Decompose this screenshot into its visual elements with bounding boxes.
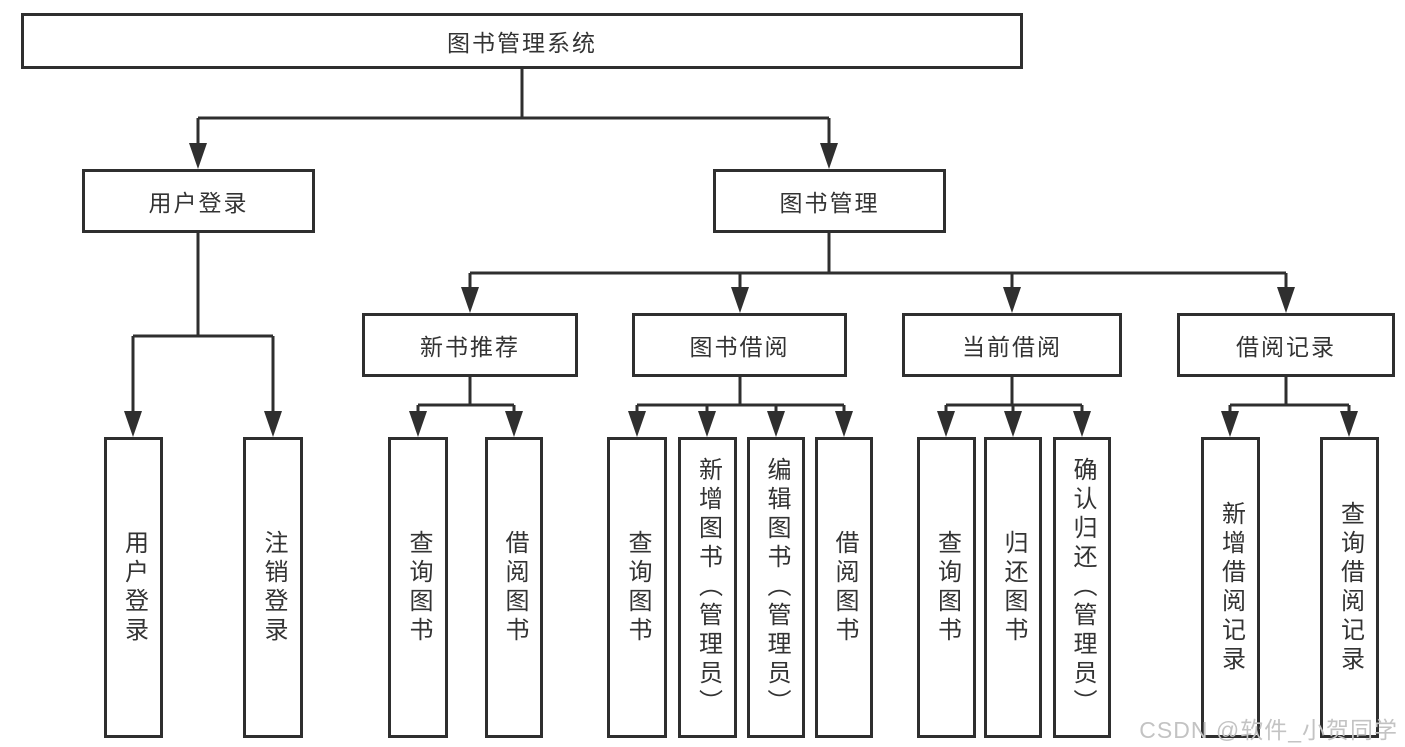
node-label: 查询借阅记录: [1336, 500, 1364, 675]
node-leaf-query-book-borrowing: 查询图书: [607, 437, 667, 738]
node-leaf-return-book: 归还图书: [984, 437, 1042, 738]
node-label: 查询图书: [933, 529, 961, 646]
arrow-down-icon: [698, 411, 716, 437]
connector-line: [131, 233, 275, 417]
connector-line: [196, 69, 831, 149]
csdn-watermark: CSDN @软件_小贺同学: [1139, 717, 1398, 743]
node-leaf-query-borrow-record: 查询借阅记录: [1320, 437, 1379, 738]
arrow-down-icon: [1004, 411, 1022, 437]
node-label: 用户登录: [148, 190, 249, 216]
node-leaf-query-book-recommend: 查询图书: [388, 437, 448, 738]
connector-line: [468, 233, 1288, 293]
arrow-down-icon: [820, 143, 838, 169]
arrow-down-icon: [937, 411, 955, 437]
node-label: 借阅图书: [501, 529, 528, 646]
node-library-management-system: 图书管理系统: [21, 13, 1023, 69]
node-label: 借阅图书: [831, 529, 858, 646]
node-book-management: 图书管理: [713, 169, 946, 233]
node-label: 图书管理: [779, 190, 880, 216]
node-leaf-borrow-book-borrowing: 借阅图书: [815, 437, 873, 738]
node-leaf-confirm-return-admin: 确认归还（管理员）: [1053, 437, 1111, 738]
node-user-login: 用户登录: [82, 169, 315, 233]
node-label: 图书管理系统: [447, 30, 597, 56]
arrow-down-icon: [1221, 411, 1239, 437]
arrow-down-icon: [835, 411, 853, 437]
connector-line: [635, 377, 846, 417]
node-leaf-user-login: 用户登录: [104, 437, 163, 738]
arrow-down-icon: [409, 411, 427, 437]
connector-line: [1228, 377, 1351, 417]
node-borrowing-records: 借阅记录: [1177, 313, 1395, 377]
node-label: 查询图书: [405, 529, 432, 646]
arrow-down-icon: [731, 287, 749, 313]
arrow-down-icon: [1073, 411, 1091, 437]
node-label: 借阅记录: [1236, 334, 1336, 360]
node-leaf-add-borrow-record: 新增借阅记录: [1201, 437, 1260, 738]
node-label: 归还图书: [1000, 529, 1027, 646]
node-current-borrowing: 当前借阅: [902, 313, 1122, 377]
node-label: 图书借阅: [689, 334, 790, 360]
node-label: 确认归还（管理员）: [1069, 457, 1096, 718]
node-label: 新书推荐: [420, 334, 520, 360]
node-label: 用户登录: [120, 529, 148, 646]
arrow-down-icon: [767, 411, 785, 437]
arrow-down-icon: [1003, 287, 1021, 313]
arrow-down-icon: [1340, 411, 1358, 437]
node-leaf-edit-book-admin: 编辑图书（管理员）: [747, 437, 805, 738]
node-label: 当前借阅: [962, 334, 1062, 360]
node-new-book-recommend: 新书推荐: [362, 313, 578, 377]
arrow-down-icon: [189, 143, 207, 169]
node-label: 查询图书: [624, 529, 651, 646]
node-book-borrowing: 图书借阅: [632, 313, 847, 377]
node-label: 新增借阅记录: [1217, 500, 1245, 675]
node-label: 新增图书（管理员）: [694, 457, 722, 718]
node-leaf-query-book-current: 查询图书: [917, 437, 976, 738]
node-leaf-borrow-book-recommend: 借阅图书: [485, 437, 543, 738]
arrow-down-icon: [124, 411, 142, 437]
arrow-down-icon: [264, 411, 282, 437]
node-label: 编辑图书（管理员）: [763, 457, 790, 718]
arrow-down-icon: [461, 287, 479, 313]
node-leaf-add-book-admin: 新增图书（管理员）: [678, 437, 737, 738]
arrow-down-icon: [505, 411, 523, 437]
node-leaf-logout-login: 注销登录: [243, 437, 303, 738]
connector-line: [416, 377, 516, 417]
arrow-down-icon: [1277, 287, 1295, 313]
node-label: 注销登录: [260, 529, 287, 646]
arrow-down-icon: [628, 411, 646, 437]
